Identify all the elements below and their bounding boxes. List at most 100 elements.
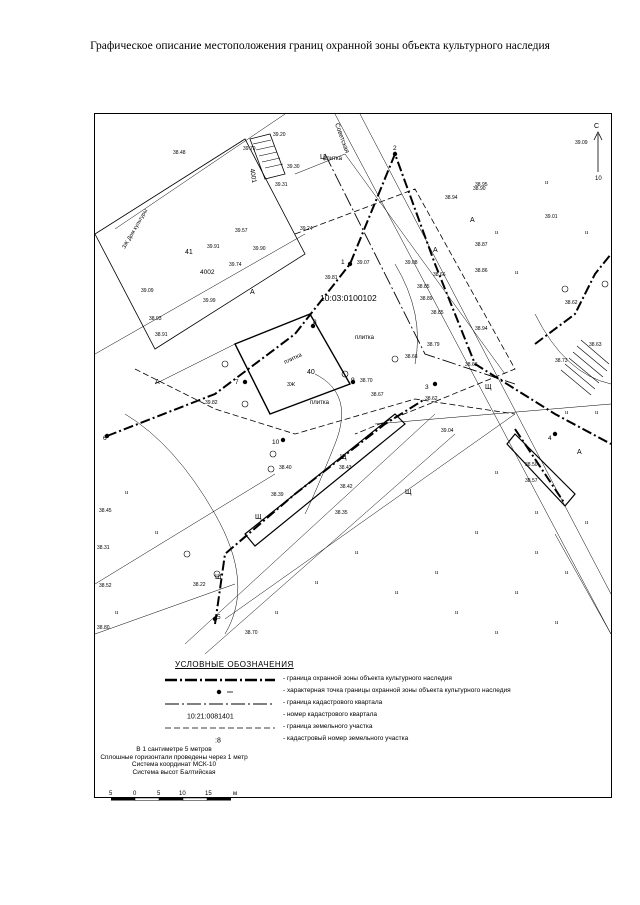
road-strip [244,413,406,547]
elevation-label: 38.87 [475,242,488,248]
zone-letter: А [250,289,255,296]
elevation-label: 38.89 [420,296,433,302]
svg-text:ıı: ıı [565,570,569,576]
elevation-label: 39.79 [243,146,256,152]
svg-text:ıı: ıı [395,590,399,596]
legend-text: - граница земельного участка [283,723,373,730]
zone-letter: А [433,247,438,254]
point-number: 5 [217,614,221,621]
elevation-label: 39.31 [275,182,288,188]
svg-text:ıı: ıı [515,270,519,276]
scale-tick: 5 [109,791,113,797]
building-hatched-porch [249,133,286,180]
elevation-label: 38.67 [371,392,384,398]
svg-text:ıı: ıı [455,610,459,616]
legend-text: - характерная точка границы охранной зон… [283,687,511,694]
svg-text:ıı: ıı [495,630,499,636]
elevation-label: 39.81 [325,275,338,281]
zone-letter: А [470,217,475,224]
scale-tick: 10 [179,791,186,797]
north-arrow-icon [593,131,603,172]
elevation-label: 38.22 [193,582,206,588]
elevation-label: 38.90 [473,186,486,192]
surface-label-2: плитка [283,352,303,366]
page-title: Графическое описание местоположения гран… [90,40,550,52]
parcel-boundary-symbol [165,727,275,729]
cadastral-quarter-number-symbol: 10:21:0081401 [187,714,234,721]
elevation-label: 38.73 [555,358,568,364]
legend-title: УСЛОВНЫЕ ОБОЗНАЧЕНИЯ [175,660,294,669]
elevation-label: 39.07 [357,260,370,266]
elevation-label: 39.30 [287,164,300,170]
scale-line: В 1 сантиметре 5 метров [136,746,212,753]
legend-sample-label: :8 [215,738,221,745]
legend-item: - граница кадастрового квартала [95,698,611,709]
svg-text:ıı: ıı [555,620,559,626]
parcel-boundary-line [134,368,516,435]
elevation-label: 39.99 [203,298,216,304]
elevation-label: 39.08 [405,260,418,266]
road-strip-2 [506,433,576,507]
building-label-2: 3Ж [287,382,295,388]
scale-tick: 0 [133,791,137,797]
svg-text:ıı: ıı [475,530,479,536]
point-number: 3 [425,384,429,391]
elevation-label: 38.79 [427,342,440,348]
legend-item: :8 - кадастровый номер земельного участк… [95,734,611,745]
scale-notes: В 1 сантиметре 5 метров Сплошные горизон… [99,746,249,776]
elevation-label: 38.39 [271,492,284,498]
elevation-label: 38.50 [525,462,538,468]
svg-text:ıı: ıı [155,530,159,536]
building-number-2: 40 [307,369,315,376]
legend-text: - номер кадастрового квартала [283,711,378,718]
zone-letter: Щ [340,454,347,461]
map-frame: С 10 10:03:0100102 41 40 3Ж Дом культуры… [94,113,612,801]
scale-tick: 15 [205,791,212,797]
parcel-boundary-line-2 [294,188,516,435]
elevation-label: 39.90 [253,246,266,252]
elevation-label: 38.70 [360,378,373,384]
svg-text:ıı: ıı [595,410,599,416]
legend-text: - граница охранной зоны объекта культурн… [283,675,452,682]
parcel-label: 4002 [200,269,215,276]
legend-text: - кадастровый номер земельного участка [283,735,409,742]
elevation-label: 38.66 [433,272,446,278]
legend-item: - граница охранной зоны объекта культурн… [95,674,611,685]
elevation-label: 38.66 [405,354,418,360]
elevation-label: 38.62 [565,300,578,306]
cadastral-quarter-boundary [324,153,516,385]
svg-text:ıı: ıı [355,550,359,556]
elevation-label: 38.35 [335,510,348,516]
building-culture-house [95,138,306,350]
cadastral-quarter-label: 10:03:0100102 [320,293,377,303]
elevation-label: 39.91 [207,244,220,250]
elevation-label: 38.93 [149,316,162,322]
scale-unit: м [233,791,237,797]
elevation-label: 38.63 [589,342,602,348]
elevation-label: 39.09 [141,288,154,294]
elevation-label: 39.24 [300,226,313,232]
svg-text:ıı: ıı [535,510,539,516]
legend-text: - граница кадастрового квартала [283,699,383,706]
scale-line: Система высот Балтийская [132,768,216,776]
svg-text:ıı: ıı [275,610,279,616]
zone-letter: Щ [215,574,222,581]
svg-text:ıı: ıı [545,180,549,186]
elevation-label: 38.95 [475,182,488,188]
elevation-label: 38.48 [173,150,186,156]
parcel-label: Ц [320,154,326,161]
point-number: 1 [341,259,345,266]
svg-text:ıı: ıı [585,230,589,236]
zone-letter: Щ [405,489,412,496]
cadastral-quarter-boundary-symbol [165,703,275,705]
scale-line: Система координат МСК-10 [131,761,217,768]
elevation-label: 39.74 [229,262,242,268]
elevation-label: 38.62 [425,396,438,402]
survey-map: С 10 10:03:0100102 41 40 3Ж Дом культуры… [95,114,611,654]
svg-text:ıı: ıı [565,410,569,416]
elevation-label: 38.85 [431,310,444,316]
elevation-label: 38.94 [475,326,488,332]
legend: УСЛОВНЫЕ ОБОЗНАЧЕНИЯ - граница охранной … [95,654,611,801]
zone-letters: А А А А А Щ Щ Щ Щ Щ [155,217,582,581]
